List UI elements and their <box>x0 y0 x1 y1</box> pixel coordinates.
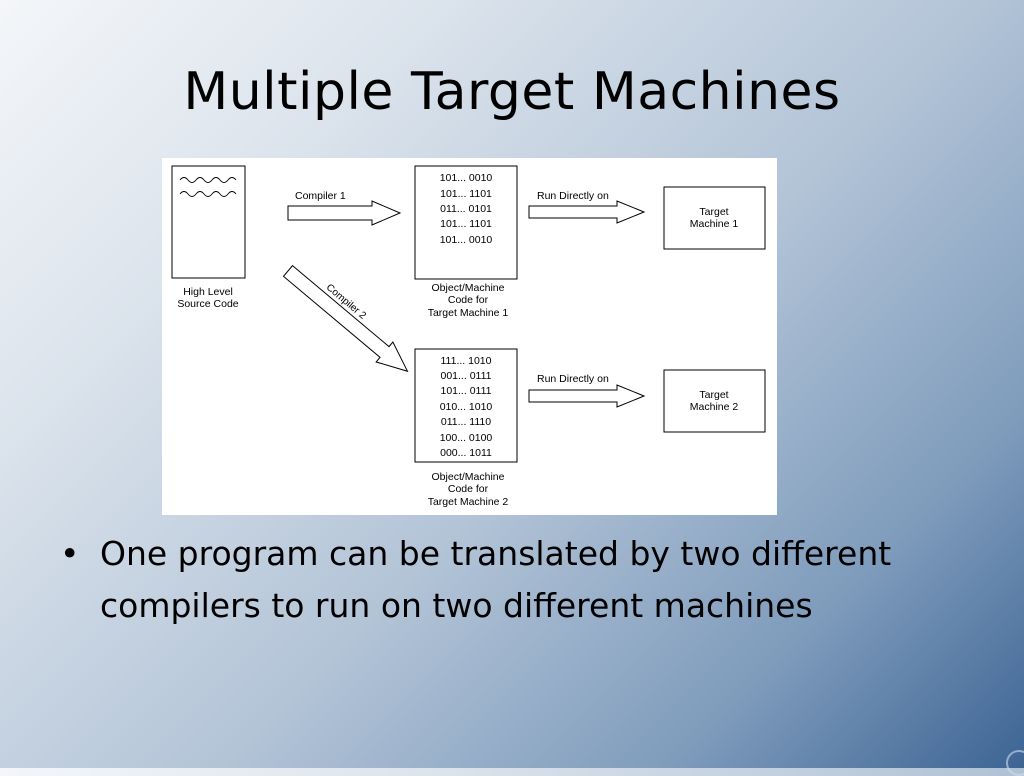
object2-line: 011... 1110 <box>441 416 491 428</box>
target-machine-2-box <box>663 369 766 433</box>
run1-label: Run Directly on <box>537 190 609 202</box>
object1-line: 101... 1101 <box>440 188 492 200</box>
object1-line: 101... 1101 <box>440 218 492 230</box>
bullet-text: One program can be translated by two dif… <box>100 534 892 625</box>
object2-line: 100... 0100 <box>440 432 493 444</box>
slide-title: Multiple Target Machines <box>183 62 841 122</box>
corner-ornament <box>1006 750 1024 776</box>
object2-caption: Code for <box>448 483 489 495</box>
compiler1-label: Compiler 1 <box>295 190 346 202</box>
object2-line: 101... 0111 <box>441 385 492 397</box>
target1-label: Machine 1 <box>690 218 739 230</box>
run2-arrow <box>528 384 646 408</box>
run1-arrow <box>528 200 646 224</box>
compiler-diagram: High Level Source Code Compiler 1 Compil… <box>162 158 777 515</box>
target2-label: Target <box>699 389 728 401</box>
object1-caption: Target Machine 1 <box>428 307 509 319</box>
bullet-dot: • <box>60 534 80 573</box>
object2-line: 111... 1010 <box>441 355 492 367</box>
object1-line: 101... 0010 <box>440 172 493 184</box>
target1-label: Target <box>699 206 728 218</box>
object1-line: 011... 0101 <box>440 203 492 215</box>
object2-caption: Object/Machine <box>432 471 505 483</box>
source-label-line1: High Level <box>183 286 233 298</box>
source-code-box <box>171 165 246 279</box>
compiler2-arrow <box>282 264 409 373</box>
object-code-box-2 <box>414 348 518 463</box>
object2-line: 000... 1011 <box>440 447 492 459</box>
object2-caption: Target Machine 2 <box>428 496 509 508</box>
target-machine-1-box <box>663 186 766 250</box>
object1-caption: Code for <box>448 294 489 306</box>
object-code-box-1 <box>414 165 518 280</box>
object1-line: 101... 0010 <box>440 234 493 246</box>
squiggle-line-2 <box>179 191 237 197</box>
object1-caption: Object/Machine <box>432 282 505 294</box>
compiler2-arrow-group: Compiler 2 <box>282 264 409 373</box>
source-label-line2: Source Code <box>177 298 238 310</box>
run2-label: Run Directly on <box>537 373 609 385</box>
object2-line: 001... 0111 <box>441 370 492 382</box>
object2-line: 010... 1010 <box>440 401 493 413</box>
target2-label: Machine 2 <box>690 401 739 413</box>
bullet-item: • One program can be translated by two d… <box>60 528 940 632</box>
squiggle-line-1 <box>179 177 237 183</box>
compiler1-arrow <box>287 200 402 226</box>
